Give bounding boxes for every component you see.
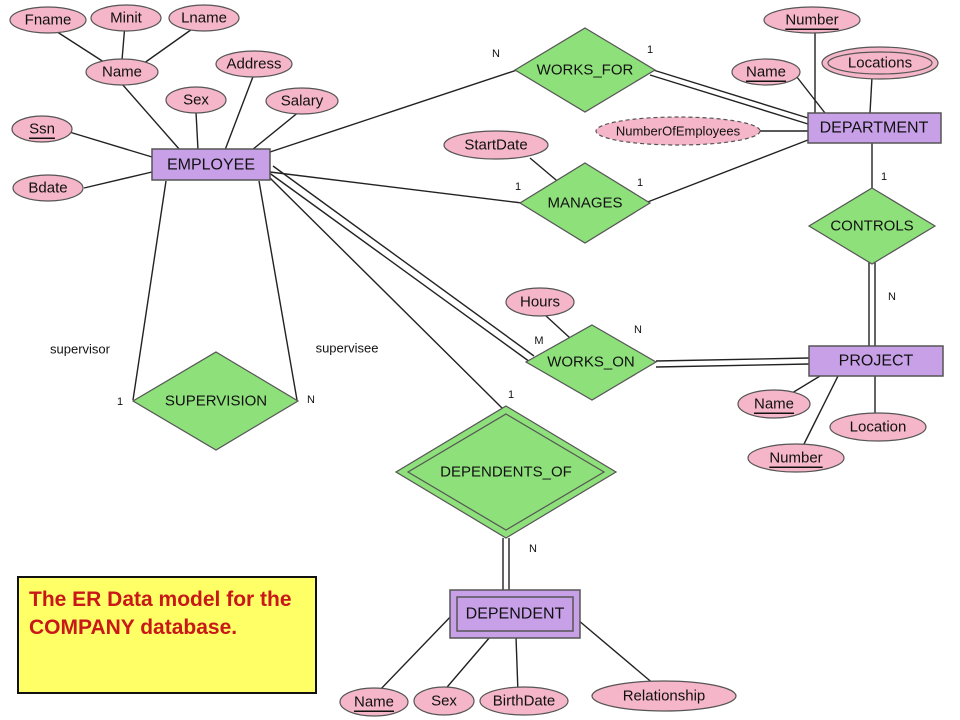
role-supervisee: supervisee (316, 341, 379, 356)
attribute-sex: Sex (165, 86, 227, 114)
svg-text:Sex: Sex (183, 92, 209, 109)
svg-text:StartDate: StartDate (464, 137, 527, 154)
relationship-controls: CONTROLS (807, 187, 937, 265)
card-dependents-of-employee: 1 (508, 389, 514, 401)
svg-text:PROJECT: PROJECT (839, 353, 914, 370)
attribute-dependent-birthdate: BirthDate (479, 686, 569, 716)
svg-text:Salary: Salary (281, 93, 324, 110)
relationship-works-for: WORKS_FOR (513, 27, 657, 113)
relationship-supervision: SUPERVISION (131, 351, 300, 451)
svg-text:Relationship: Relationship (623, 688, 706, 705)
svg-text:Lname: Lname (181, 10, 227, 27)
entity-department: DEPARTMENT (807, 112, 942, 144)
card-dependents-of-dependent: N (529, 543, 537, 555)
relationship-dependents-of: DEPENDENTS_OF (394, 405, 618, 539)
attribute-number-of-employees: NumberOfEmployees (595, 116, 761, 146)
entity-dependent: DEPENDENT (449, 589, 581, 639)
card-works-on-project: N (634, 324, 642, 336)
relationship-manages: MANAGES (518, 162, 652, 244)
svg-text:Location: Location (850, 419, 907, 436)
attribute-ssn: Ssn (11, 115, 73, 143)
svg-text:NumberOfEmployees: NumberOfEmployees (616, 124, 741, 139)
role-supervisor: supervisor (50, 342, 111, 357)
attribute-bdate: Bdate (12, 174, 84, 202)
svg-text:SUPERVISION: SUPERVISION (165, 393, 267, 410)
attribute-dependent-relationship: Relationship (591, 680, 737, 712)
svg-text:Name: Name (746, 64, 786, 81)
attribute-lname: Lname (168, 4, 240, 32)
svg-text:Name: Name (354, 694, 394, 711)
svg-text:Locations: Locations (848, 55, 912, 72)
svg-text:WORKS_FOR: WORKS_FOR (537, 62, 634, 79)
svg-text:Number: Number (785, 12, 838, 29)
attribute-salary: Salary (265, 87, 339, 115)
connector-lines (47, 21, 876, 694)
attribute-dept-number: Number (763, 6, 861, 34)
card-manages-department: 1 (637, 177, 643, 189)
attribute-project-name: Name (737, 389, 811, 419)
card-works-for-employee: N (492, 48, 500, 60)
svg-text:Address: Address (226, 56, 281, 73)
svg-text:Minit: Minit (110, 10, 143, 27)
svg-text:Name: Name (754, 396, 794, 413)
card-manages-employee: 1 (515, 181, 521, 193)
svg-text:Bdate: Bdate (28, 180, 67, 197)
svg-text:Number: Number (769, 450, 822, 467)
caption-text: The ER Data model for the COMPANY databa… (29, 588, 292, 639)
svg-text:EMPLOYEE: EMPLOYEE (167, 157, 255, 174)
svg-text:Name: Name (102, 64, 142, 81)
card-controls-project: N (888, 291, 896, 303)
card-supervision-supervisor: 1 (117, 396, 123, 408)
attribute-name: Name (85, 58, 159, 86)
entity-project: PROJECT (808, 345, 944, 377)
attribute-dependent-name: Name (339, 687, 409, 717)
svg-text:DEPENDENT: DEPENDENT (466, 606, 565, 623)
attribute-project-number: Number (747, 443, 845, 473)
attribute-dept-locations: Locations (821, 46, 939, 80)
card-controls-department: 1 (881, 171, 887, 183)
svg-text:DEPARTMENT: DEPARTMENT (820, 120, 929, 137)
svg-text:CONTROLS: CONTROLS (830, 218, 913, 235)
attribute-address: Address (215, 50, 293, 78)
svg-text:BirthDate: BirthDate (493, 693, 556, 710)
entity-employee: EMPLOYEE (151, 148, 271, 181)
svg-text:Fname: Fname (25, 12, 72, 29)
attribute-minit: Minit (90, 4, 162, 32)
caption-box: The ER Data model for the COMPANY databa… (17, 576, 317, 694)
relationship-works-on: WORKS_ON (524, 324, 658, 401)
card-supervision-supervisee: N (307, 394, 315, 406)
svg-text:WORKS_ON: WORKS_ON (547, 354, 635, 371)
attribute-hours: Hours (505, 287, 575, 317)
svg-text:MANAGES: MANAGES (547, 195, 622, 212)
attribute-fname: Fname (9, 6, 87, 34)
card-works-for-department: 1 (647, 44, 653, 56)
attribute-start-date: StartDate (443, 130, 549, 160)
svg-text:Sex: Sex (431, 693, 457, 710)
card-works-on-employee: M (534, 335, 543, 347)
svg-text:Hours: Hours (520, 294, 560, 311)
svg-text:Ssn: Ssn (29, 121, 55, 138)
attribute-dept-name: Name (731, 58, 801, 86)
attribute-project-location: Location (829, 412, 927, 442)
svg-text:DEPENDENTS_OF: DEPENDENTS_OF (440, 464, 572, 481)
attribute-dependent-sex: Sex (413, 686, 475, 716)
